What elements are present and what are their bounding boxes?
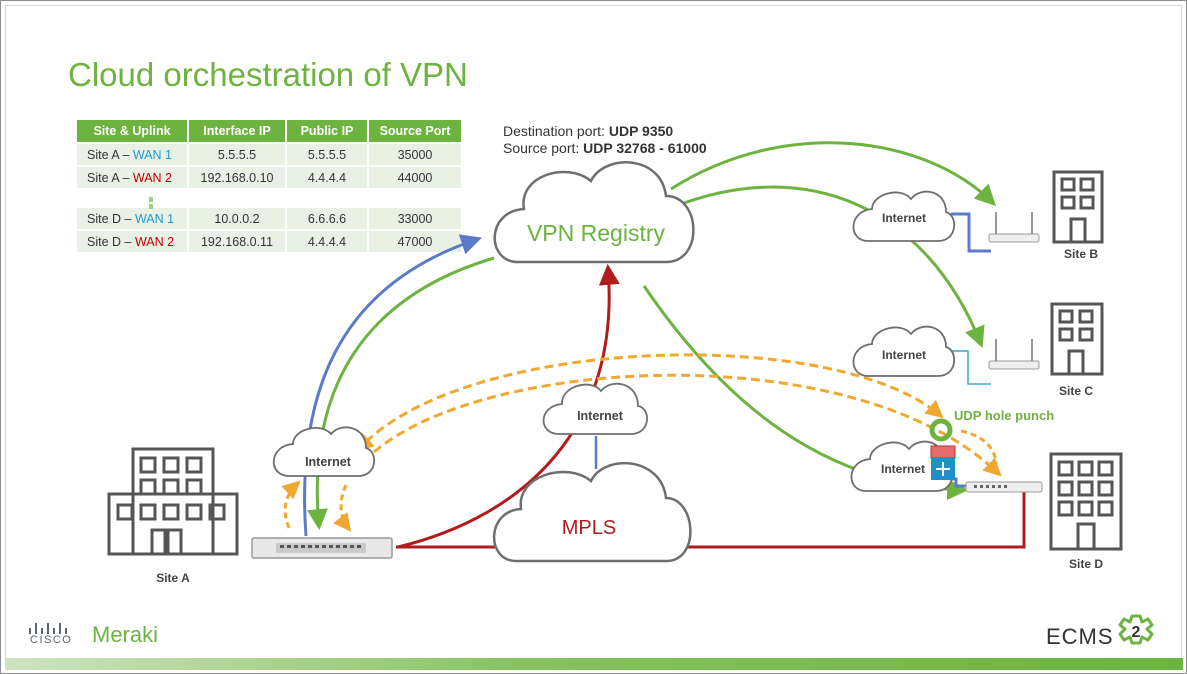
internet-cloud-site-c: Internet [852,325,955,377]
site-d-nat-device-icon [929,418,956,480]
site-d-building-icon [1049,452,1123,551]
header-interface-ip: Interface IP [189,120,285,142]
mpls-links [396,263,1026,549]
mpls-cloud: MPLS [492,461,692,563]
registry-to-site-a-arrow [306,256,495,531]
vpn-registry-cloud: VPN Registry [493,161,695,264]
ecms-badge-number: 2 [1132,624,1141,641]
ecms-logo: ECMS [1046,624,1114,649]
ecms-gear-icon: 2 [1118,614,1154,645]
table-row: Site A – WAN 2 192.168.0.10 4.4.4.4 4400… [77,167,461,188]
source-port-cell: 33000 [369,208,461,229]
internet-cloud-site-a: Internet [272,426,375,477]
site-uplink-cell: Site D – WAN 1 [77,208,187,229]
internet-cloud-site-b: Internet [852,190,955,242]
source-port-cell: 47000 [369,231,461,252]
mpls-to-registry-arrow [397,263,620,549]
registry-to-site-c-arrow [675,185,985,348]
interface-ip-cell: 10.0.0.2 [189,208,285,229]
udp-hole-punch-arcs [281,353,1002,532]
site-a-wan1-to-registry-arrow [303,234,482,537]
bottom-accent-bar [6,658,1183,670]
source-port: Source port: UDP 32768 - 61000 [503,140,707,156]
interface-ip-cell: 5.5.5.5 [189,144,285,165]
site-c-building-icon [1050,302,1104,376]
table-row: Site D – WAN 1 10.0.0.2 6.6.6.6 33000 [77,208,461,229]
site-d-label: Site D [1069,557,1103,571]
site-d-security-appliance-icon [965,481,1043,493]
site-a-label: Site A [156,571,190,585]
site-uplink-cell: Site A – WAN 1 [77,144,187,165]
source-port-cell: 35000 [369,144,461,165]
public-ip-cell: 6.6.6.6 [287,208,367,229]
site-b-internet-link [951,212,991,253]
port-info: Destination port: UDP 9350 Source port: … [503,123,707,157]
interface-ip-cell: 192.168.0.10 [189,167,285,188]
vpn-registry-label: VPN Registry [527,220,666,246]
site-c-label: Site C [1059,384,1093,398]
ip-table: Site & Uplink Interface IP Public IP Sou… [75,118,463,254]
interface-ip-cell: 192.168.0.11 [189,231,285,252]
header-public-ip: Public IP [287,120,367,142]
site-a-building-icon [107,447,239,556]
internet-label: Internet [881,462,925,476]
cisco-wordmark: CISCO [30,634,73,646]
table-header-row: Site & Uplink Interface IP Public IP Sou… [77,120,461,142]
site-b-router-icon [988,212,1040,243]
internet-cloud-site-d: Internet [850,440,953,492]
public-ip-cell: 4.4.4.4 [287,231,367,252]
udp-hole-punch-label: UDP hole punch [954,408,1055,423]
mpls-label: MPLS [562,517,616,539]
table-ellipsis-row [77,190,461,206]
header-source-port: Source Port [369,120,461,142]
internet-label: Internet [577,409,624,423]
internet-label: Internet [305,455,352,469]
source-port-cell: 44000 [369,167,461,188]
site-c-router-icon [988,339,1040,370]
slide-title: Cloud orchestration of VPN [68,56,468,93]
site-uplink-cell: Site D – WAN 2 [77,231,187,252]
internet-label: Internet [882,211,926,225]
destination-port: Destination port: UDP 9350 [503,123,674,139]
table-row: Site D – WAN 2 192.168.0.11 4.4.4.4 4700… [77,231,461,252]
meraki-wordmark: Meraki [92,622,159,647]
slide-frame: Cloud orchestration of VPN Site & Uplink… [5,5,1183,670]
public-ip-cell: 4.4.4.4 [287,167,367,188]
table-row: Site A – WAN 1 5.5.5.5 5.5.5.5 35000 [77,144,461,165]
site-b-building-icon [1052,170,1104,244]
public-ip-cell: 5.5.5.5 [287,144,367,165]
site-c-internet-link [946,350,991,385]
site-a-security-appliance-icon [251,537,393,559]
ellipsis-dots [149,197,153,202]
internet-label: Internet [882,348,926,362]
site-uplink-cell: Site A – WAN 2 [77,167,187,188]
site-b-label: Site B [1064,247,1098,261]
network-diagram: VPN Registry MPLS Internet Internet Inte… [29,141,1154,645]
header-site-uplink: Site & Uplink [77,120,187,142]
cisco-logo-icon [29,623,67,634]
internet-cloud-center: Internet [542,382,648,435]
registry-to-site-b-arrow [670,141,996,206]
